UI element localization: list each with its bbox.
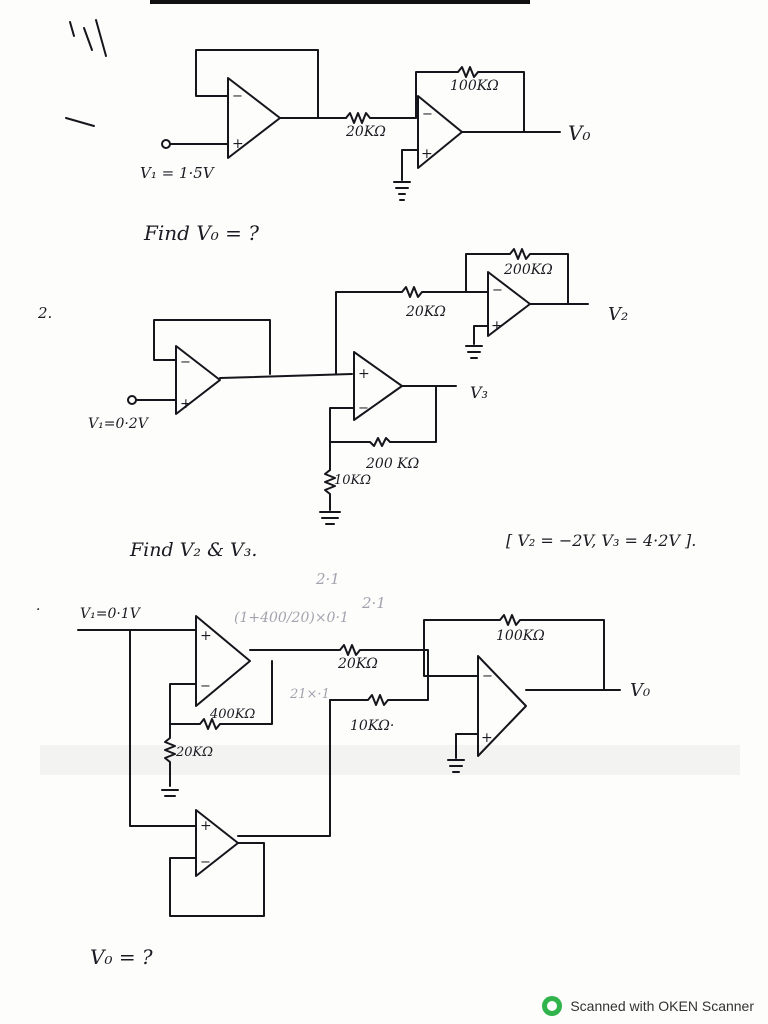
p3-rtop-label: 20KΩ: [337, 656, 378, 672]
inverting-opamp-2: [487, 271, 531, 337]
input-wire-3: [77, 629, 197, 827]
summing-opamp: [477, 655, 527, 757]
p2-out3-label: V₃: [470, 383, 488, 402]
plus-sign: +: [491, 318, 503, 334]
ground-icon: [465, 325, 489, 359]
feedback-100k: [423, 614, 621, 691]
p2-answer: [ V₂ = −2V, V₃ = 4·2V ].: [506, 531, 696, 550]
p2-out2-label: V₂: [608, 304, 628, 325]
plus-sign: +: [232, 136, 244, 152]
p3-rground-label: 20KΩ: [175, 745, 213, 760]
scan-blemish: [40, 745, 740, 775]
inverting-opamp-1: [417, 95, 463, 169]
plus-sign: +: [481, 730, 493, 746]
minus-sign: −: [482, 669, 493, 684]
minus-sign: −: [232, 89, 243, 104]
p2-rf-top-label: 200KΩ: [503, 262, 553, 278]
input-terminal: [161, 139, 171, 149]
oken-logo-icon: [542, 996, 563, 1016]
scan-edge: [150, 0, 530, 4]
feedback-400k: [169, 660, 273, 730]
ground-icon: [319, 511, 341, 525]
feedback-wire: [415, 66, 561, 133]
plus-sign: +: [180, 396, 192, 412]
p3-question: V₀ = ?: [90, 945, 153, 969]
buffer-feedback-wire-2: [153, 319, 353, 379]
minus-sign: −: [180, 355, 191, 370]
ground-icon: [393, 181, 411, 201]
p3-pencil-formula: (1+400/20)×0·1: [234, 610, 349, 626]
plus-sign: +: [421, 146, 433, 162]
p3-rfeedback-label: 400KΩ: [209, 707, 256, 722]
ground-icon: [447, 733, 479, 773]
minus-sign: −: [358, 401, 369, 416]
resistor-20k: [345, 112, 417, 124]
p3-pencil-result-a: 2·1: [315, 570, 340, 588]
problem2-circuit: − + + − − +: [127, 248, 589, 525]
minus-sign: −: [492, 283, 503, 298]
p1-rin-label: 20KΩ: [345, 124, 386, 140]
scanner-watermark: Scanned with OKEN Scanner: [542, 996, 754, 1016]
p2-question: Find V₂ & V₃.: [129, 539, 257, 561]
plus-sign: +: [358, 366, 370, 382]
input-terminal-2: [127, 395, 137, 405]
noninverting-opamp-3: [195, 615, 251, 707]
p3-input-label: V₁=0·1V: [80, 606, 142, 622]
buffer-opamp-3: [195, 809, 239, 877]
p2-rground-label: 10KΩ: [334, 473, 371, 488]
plus-sign: +: [200, 818, 212, 834]
stray-dash: [65, 117, 95, 127]
p3-output-label: V₀: [630, 680, 650, 701]
p3-pencil-product: 21×·1: [289, 687, 330, 702]
ground-wire: [401, 149, 419, 181]
stray-marks: [69, 19, 107, 57]
p3-pencil-result-b: 2·1: [361, 594, 386, 612]
noninverting-opamp: [353, 351, 403, 421]
p1-question: Find V₀ = ?: [143, 221, 259, 245]
p3-rf-label: 100KΩ: [496, 628, 545, 644]
minus-sign: −: [422, 107, 433, 122]
minus-sign: −: [200, 679, 211, 694]
input-resistor-20k-2: [335, 286, 487, 375]
p1-rf-label: 100KΩ: [450, 78, 499, 94]
p3-rbottom-label: 10KΩ·: [350, 718, 394, 734]
resistor-20k-ground: [161, 723, 179, 797]
feedback-wire-2: [465, 248, 589, 305]
problem3-circuit: + − + − − +: [77, 614, 621, 917]
scanner-label: Scanned with OKEN Scanner: [570, 998, 754, 1014]
buffer-feedback-wire: [195, 49, 347, 119]
buffer-output-wire: [237, 699, 331, 837]
buffer-opamp-1: [227, 77, 281, 159]
buffer-feedback-wire-3: [169, 842, 265, 917]
p2-rf-bottom-label: 200 KΩ: [365, 456, 420, 472]
feedback-network-v3: [329, 385, 457, 471]
minus-sign: −: [200, 855, 211, 870]
p2-input-label: V₁=0·2V: [88, 416, 150, 432]
p1-output-label: V₀: [568, 121, 590, 145]
p2-number: 2.: [37, 304, 52, 322]
p1-input-label: V₁ = 1·5V: [140, 164, 216, 182]
buffer-opamp-2: [175, 345, 221, 415]
problem1-circuit: − + − +: [65, 19, 561, 201]
p3-bullet: ·: [36, 602, 40, 618]
p2-rin-label: 20KΩ: [405, 304, 446, 320]
resistor-10k: [324, 469, 336, 511]
summing-resistors: [249, 644, 429, 706]
plus-sign: +: [200, 628, 212, 644]
